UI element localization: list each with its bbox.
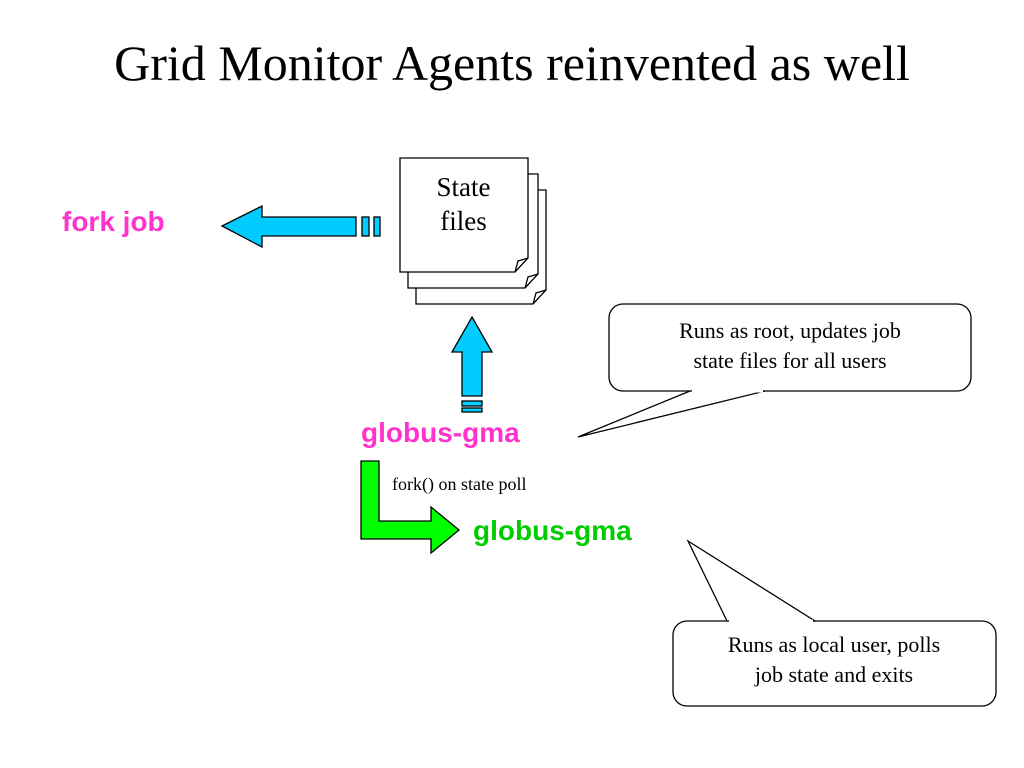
callout-user-line-2: job state and exits xyxy=(754,662,914,687)
fork-poll-label: fork() on state poll xyxy=(392,474,527,494)
globus-gma-root-label: globus-gma xyxy=(361,417,520,448)
callout-root-line-1: Runs as root, updates job xyxy=(679,318,901,343)
callout-root-line-2: state files for all users xyxy=(693,348,887,373)
callout-root-text: Runs as root, updates job state files fo… xyxy=(612,316,968,376)
callout-root-bubble xyxy=(577,303,972,438)
globus-gma-user-label: globus-gma xyxy=(473,515,632,546)
callout-user-line-1: Runs as local user, polls xyxy=(727,632,941,657)
state-files-line-2: files xyxy=(440,206,487,236)
callout-user-bubble xyxy=(672,539,997,707)
page-title: Grid Monitor Agents reinvented as well xyxy=(114,35,910,91)
state-files-stack xyxy=(399,157,547,305)
state-files-label: State files xyxy=(400,170,527,238)
state-file-page-front xyxy=(399,157,529,273)
callout-user-text: Runs as local user, polls job state and … xyxy=(676,630,992,690)
fork-job-label: fork job xyxy=(62,206,165,237)
arrow-fork-poll xyxy=(360,460,461,555)
arrow-to-state-files xyxy=(450,315,494,413)
state-files-line-1: State xyxy=(436,172,491,202)
arrow-to-fork-job xyxy=(220,204,381,249)
